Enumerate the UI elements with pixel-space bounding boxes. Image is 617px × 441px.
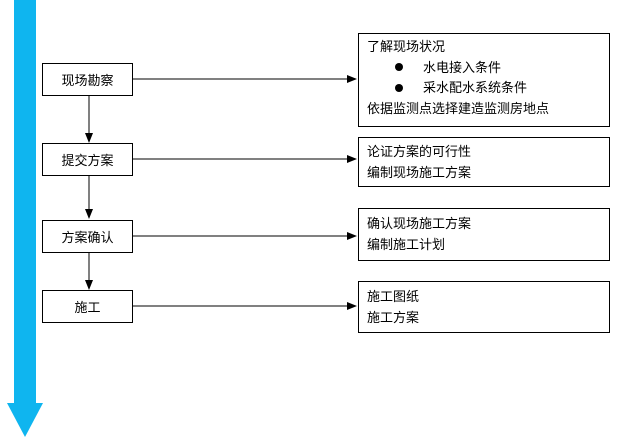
timeline-arrow-head bbox=[7, 403, 43, 437]
step-label: 方案确认 bbox=[61, 231, 114, 246]
bullet-text: 采水配水系统条件 bbox=[423, 81, 528, 96]
note-bullet: 水电接入条件 bbox=[367, 59, 609, 80]
step-construction: 施工 bbox=[42, 290, 133, 323]
note-submit-plan: 论证方案的可行性 编制现场施工方案 bbox=[358, 137, 610, 187]
note-line: 施工方案 bbox=[367, 310, 420, 326]
bullet-icon bbox=[395, 83, 403, 92]
bullet-icon bbox=[395, 63, 403, 71]
bullet-text: 水电接入条件 bbox=[423, 60, 502, 76]
note-line: 依据监测点选择建造监测房地点 bbox=[367, 101, 550, 117]
note-line: 编制施工计划 bbox=[367, 237, 446, 253]
note-line: 施工图纸 bbox=[367, 290, 420, 305]
step-label: 提交方案 bbox=[61, 154, 114, 169]
step-confirm-plan: 方案确认 bbox=[42, 220, 133, 253]
note-line: 编制现场施工方案 bbox=[367, 165, 472, 181]
step-submit-plan: 提交方案 bbox=[42, 143, 133, 176]
note-confirm-plan: 确认现场施工方案 编制施工计划 bbox=[358, 208, 610, 261]
note-construction: 施工图纸 施工方案 bbox=[358, 281, 610, 333]
timeline-arrow-shaft bbox=[14, 0, 36, 404]
note-site-survey: 了解现场状况 水电接入条件 采水配水系统条件 依据监测点选择建造监测房地点 bbox=[358, 33, 610, 127]
note-bullet: 采水配水系统条件 bbox=[367, 79, 609, 100]
step-label: 现场勘察 bbox=[61, 74, 114, 89]
note-line: 论证方案的可行性 bbox=[367, 145, 472, 160]
step-site-survey: 现场勘察 bbox=[42, 63, 133, 96]
note-title: 了解现场状况 bbox=[367, 40, 446, 55]
note-line: 确认现场施工方案 bbox=[367, 217, 472, 232]
step-label: 施工 bbox=[74, 301, 101, 316]
